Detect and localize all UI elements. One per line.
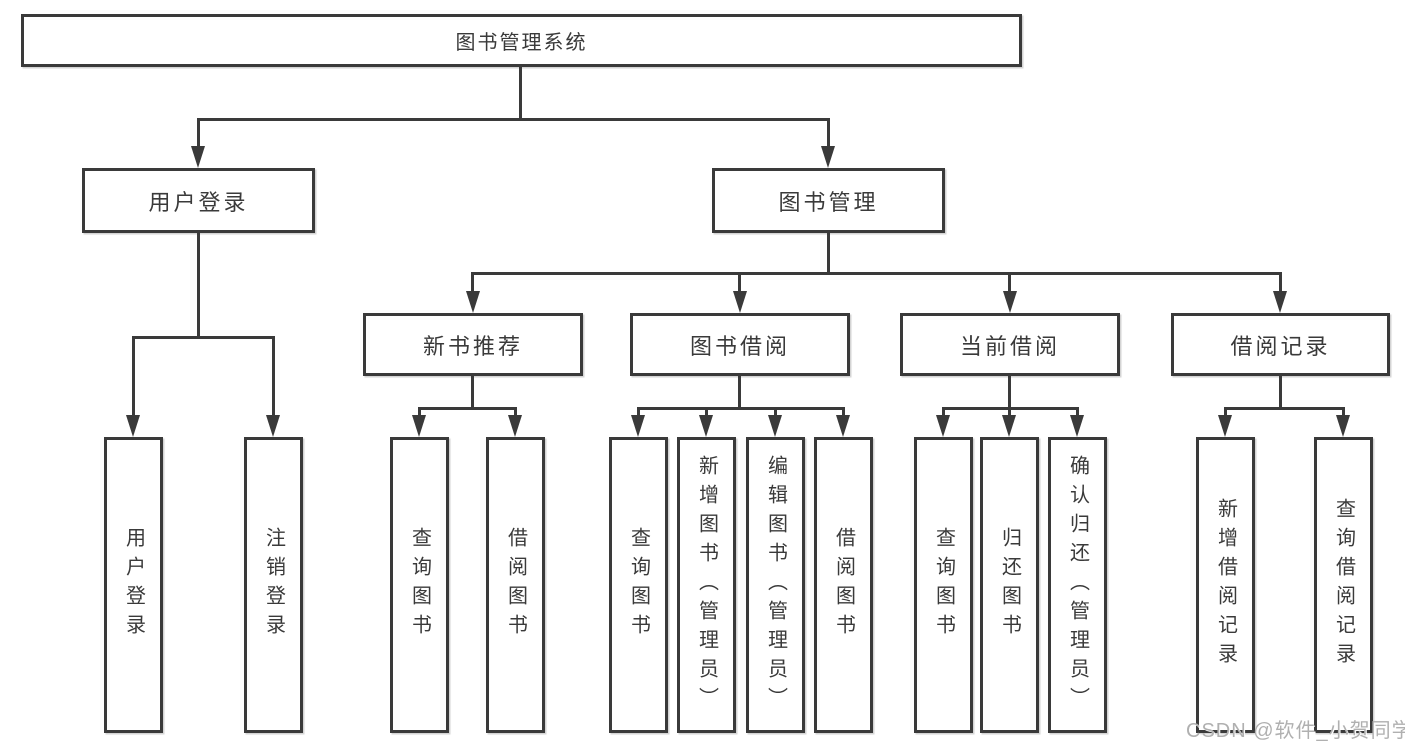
node-label: 新书推荐 [422, 333, 523, 359]
arrowhead-icon [699, 415, 713, 437]
leaf-return-books: 归还图书 [980, 437, 1039, 733]
connector-drop [471, 376, 474, 410]
node-label: 查询图书 [627, 527, 650, 643]
arrowhead-icon [836, 415, 850, 437]
connector-shaft [1076, 407, 1079, 415]
arrowhead-icon [412, 415, 426, 437]
leaf-confirm-return-admin: 确认归还（管理员） [1048, 437, 1107, 733]
arrowhead-icon [1218, 415, 1232, 437]
node-label: 确认归还（管理员） [1066, 454, 1089, 716]
node-label: 图书管理 [778, 189, 879, 215]
arrowhead-icon [1002, 415, 1016, 437]
node-new-book-recommendation: 新书推荐 [363, 313, 583, 376]
connector-shaft [637, 407, 640, 415]
node-current-borrowing: 当前借阅 [900, 313, 1120, 376]
node-label: 查询借阅记录 [1332, 498, 1355, 672]
connector-user-login-rail [132, 336, 275, 339]
connector-shaft [774, 407, 777, 415]
connector-drop [1008, 376, 1011, 410]
arrowhead-icon [768, 415, 782, 437]
connector-shaft [471, 272, 474, 291]
connector-level2-rail [197, 118, 830, 121]
arrowhead-icon [1070, 415, 1084, 437]
connector-shaft [132, 336, 135, 415]
node-label: 新增图书（管理员） [695, 454, 718, 716]
connector-drop [1279, 376, 1282, 410]
arrowhead-icon [821, 146, 835, 168]
arrowhead-icon [191, 146, 205, 168]
leaf-query-books-current: 查询图书 [914, 437, 973, 733]
arrowhead-icon [936, 415, 950, 437]
node-library-management-system: 图书管理系统 [21, 14, 1022, 67]
leaf-borrow-books: 借阅图书 [814, 437, 873, 733]
connector-shaft [1342, 407, 1345, 415]
node-label: 借阅记录 [1230, 333, 1331, 359]
connector-shaft [1008, 272, 1011, 291]
leaf-query-books-borrow: 查询图书 [609, 437, 668, 733]
connector-root-drop [519, 67, 522, 121]
node-label: 用户登录 [148, 189, 249, 215]
connector-level3-rail [471, 272, 1281, 275]
node-label: 注销登录 [262, 527, 285, 643]
node-label: 查询图书 [932, 527, 955, 643]
leaf-query-borrow-record: 查询借阅记录 [1314, 437, 1373, 733]
connector-shaft [1224, 407, 1227, 415]
connector-user-login-drop [197, 233, 200, 339]
arrowhead-icon [733, 291, 747, 313]
connector-book-management-drop [827, 233, 830, 275]
leaf-logout: 注销登录 [244, 437, 303, 733]
node-label: 查询图书 [408, 527, 431, 643]
arrowhead-icon [1336, 415, 1350, 437]
node-label: 用户登录 [122, 527, 145, 643]
leaf-add-books-admin: 新增图书（管理员） [677, 437, 736, 733]
node-user-login: 用户登录 [82, 168, 315, 233]
connector-shaft [842, 407, 845, 415]
connector-drop [738, 376, 741, 410]
connector-leaf-rail [1224, 407, 1345, 410]
connector-shaft [738, 272, 741, 291]
arrowhead-icon [466, 291, 480, 313]
connector-shaft [1279, 272, 1282, 291]
node-book-borrowing: 图书借阅 [630, 313, 850, 376]
node-borrowing-records: 借阅记录 [1171, 313, 1390, 376]
arrowhead-icon [1003, 291, 1017, 313]
connector-shaft [514, 407, 517, 415]
node-label: 借阅图书 [832, 527, 855, 643]
arrowhead-icon [266, 415, 280, 437]
leaf-add-borrow-record: 新增借阅记录 [1196, 437, 1255, 733]
node-label: 新增借阅记录 [1214, 498, 1237, 672]
node-label: 编辑图书（管理员） [764, 454, 787, 716]
node-label: 图书管理系统 [455, 32, 588, 54]
connector-leaf-rail [637, 407, 845, 410]
node-book-management: 图书管理 [712, 168, 945, 233]
connector-shaft [1008, 407, 1011, 415]
connector-shaft [705, 407, 708, 415]
leaf-user-login: 用户登录 [104, 437, 163, 733]
arrowhead-icon [508, 415, 522, 437]
connector-shaft [197, 118, 200, 146]
leaf-query-books-recommend: 查询图书 [390, 437, 449, 733]
node-label: 当前借阅 [959, 333, 1060, 359]
leaf-edit-books-admin: 编辑图书（管理员） [746, 437, 805, 733]
connector-shaft [272, 336, 275, 415]
connector-shaft [418, 407, 421, 415]
node-label: 借阅图书 [504, 527, 527, 643]
leaf-borrow-books-recommend: 借阅图书 [486, 437, 545, 733]
node-label: 归还图书 [998, 527, 1021, 643]
arrowhead-icon [631, 415, 645, 437]
arrowhead-icon [126, 415, 140, 437]
connector-shaft [827, 118, 830, 146]
node-label: 图书借阅 [689, 333, 790, 359]
connector-leaf-rail [418, 407, 517, 410]
connector-shaft [942, 407, 945, 415]
csdn-watermark: CSDN @软件_小贺同学 [1186, 720, 1405, 742]
arrowhead-icon [1273, 291, 1287, 313]
